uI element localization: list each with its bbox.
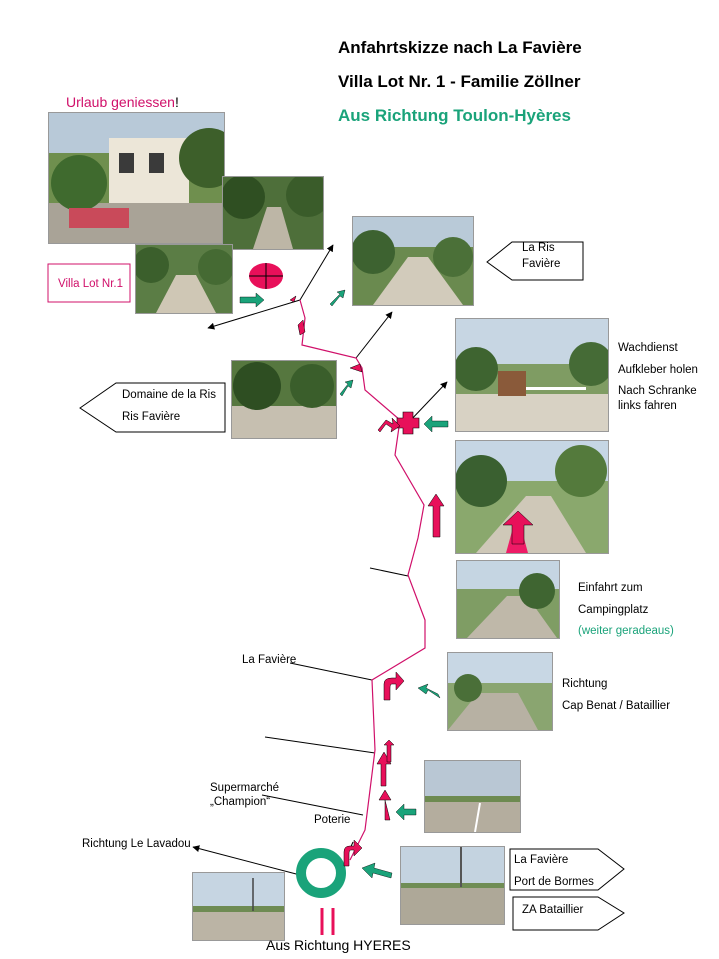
barrier-cross-icon	[396, 411, 420, 435]
green-arrow-right-icon	[239, 292, 265, 308]
sign-box-za-bataillier	[512, 896, 625, 931]
label-supermarche-2: „Champion“	[210, 796, 271, 808]
label-lavadou: Richtung Le Lavadou	[82, 838, 191, 850]
photo-la-ris-road	[352, 216, 474, 306]
sign-domaine: Domaine de la Ris Ris Favière	[122, 385, 216, 429]
label-supermarche-1: Supermarché	[210, 782, 280, 794]
photo-cap-benat	[447, 652, 553, 731]
green-arrow-diag-icon-1	[329, 289, 346, 307]
arrow-up-icon-4	[383, 739, 395, 763]
green-arrow-left-icon-1	[423, 415, 449, 433]
green-arrow-diag-icon-2	[339, 379, 354, 397]
note-einfahrt-2: Campingplatz	[578, 604, 649, 616]
green-arrow-left-icon-3	[395, 803, 417, 821]
note-wachdienst: Wachdienst	[618, 342, 678, 354]
note-schranke-1: Nach Schranke	[618, 385, 697, 397]
title-line-1: Anfahrtskizze nach La Favière	[338, 38, 582, 57]
slogan-mark: !	[174, 94, 179, 110]
villa-label: Villa Lot Nr.1	[58, 278, 123, 290]
road-lavadou	[192, 845, 301, 876]
note-richtung-2: Cap Benat / Bataillier	[562, 700, 671, 712]
photo-entry-road	[455, 440, 609, 554]
arrow-small-icon-2	[297, 319, 306, 336]
sign-box-la-ris	[486, 241, 584, 281]
label-poterie: Poterie	[314, 814, 351, 826]
arrow-up-icon-3	[378, 789, 392, 821]
note-einfahrt-3: (weiter geradeaus)	[578, 625, 674, 637]
sign-port-bormes-line2: Port de Bormes	[514, 875, 594, 888]
photo-lane	[135, 244, 233, 314]
road-up-la-ris	[299, 244, 334, 301]
title-line-3: Aus Richtung Toulon-Hyères	[338, 106, 571, 125]
photo-villa	[48, 112, 225, 244]
sign-port-bormes-line1: La Favière	[514, 854, 569, 866]
photo-hyeres-road	[192, 872, 285, 941]
sign-domaine-line2: Ris Favière	[122, 410, 181, 423]
photo-supermarche-road	[424, 760, 521, 833]
photo-domaine	[231, 360, 337, 439]
sign-la-ris-line1: La Ris	[522, 242, 555, 254]
road-to-villa	[207, 299, 301, 330]
road-right-barrier	[407, 381, 448, 424]
road-to-la-ris-photo	[355, 311, 393, 359]
slogan: Urlaub geniessen!	[66, 94, 179, 110]
label-hyeres: Aus Richtung HYERES	[266, 937, 411, 953]
photo-driveway	[222, 176, 324, 250]
green-arrow-left-icon-4	[361, 862, 393, 879]
arrow-small-icon-1	[289, 295, 297, 303]
note-richtung-1: Richtung	[562, 678, 608, 690]
arrow-up-icon-1	[427, 493, 445, 538]
note-schranke-2: links fahren	[618, 400, 677, 412]
photo-roundabout-approach	[400, 846, 505, 925]
sign-domaine-line1: Domaine de la Ris	[122, 389, 216, 401]
road-supermarche	[261, 794, 364, 816]
sign-la-ris-line2: Favière	[522, 257, 561, 270]
slogan-text: Urlaub geniessen	[66, 94, 175, 110]
villa-label-box	[47, 263, 131, 303]
sign-box-domaine	[79, 382, 226, 433]
sign-box-port-bormes	[509, 848, 625, 891]
road-la-faviere	[289, 662, 373, 681]
sign-port-bormes: La Favière Port de Bormes	[514, 850, 594, 894]
arrow-turn-left-icon	[377, 417, 401, 433]
road-campingplatz	[369, 567, 409, 577]
arrow-turn-right-icon-2	[343, 839, 363, 867]
sign-la-ris: La Ris Favière	[522, 241, 560, 272]
arrow-photo-straight-icon	[502, 510, 534, 545]
main-route	[299, 299, 426, 861]
arrow-small-icon-3	[349, 363, 363, 373]
road-side-1	[264, 736, 376, 754]
note-einfahrt-1: Einfahrt zum	[578, 582, 643, 594]
roundabout-icon	[296, 848, 346, 898]
title-line-2: Villa Lot Nr. 1 - Familie Zöllner	[338, 72, 581, 91]
photo-campingplatz	[456, 560, 560, 639]
arrow-turn-right-icon-1	[383, 671, 405, 701]
green-arrow-left-icon-2	[417, 683, 441, 699]
label-la-faviere: La Favière	[242, 654, 297, 666]
note-aufkleber: Aufkleber holen	[618, 364, 698, 376]
photo-barrier	[455, 318, 609, 432]
sign-za-bataillier: ZA Bataillier	[522, 904, 584, 916]
